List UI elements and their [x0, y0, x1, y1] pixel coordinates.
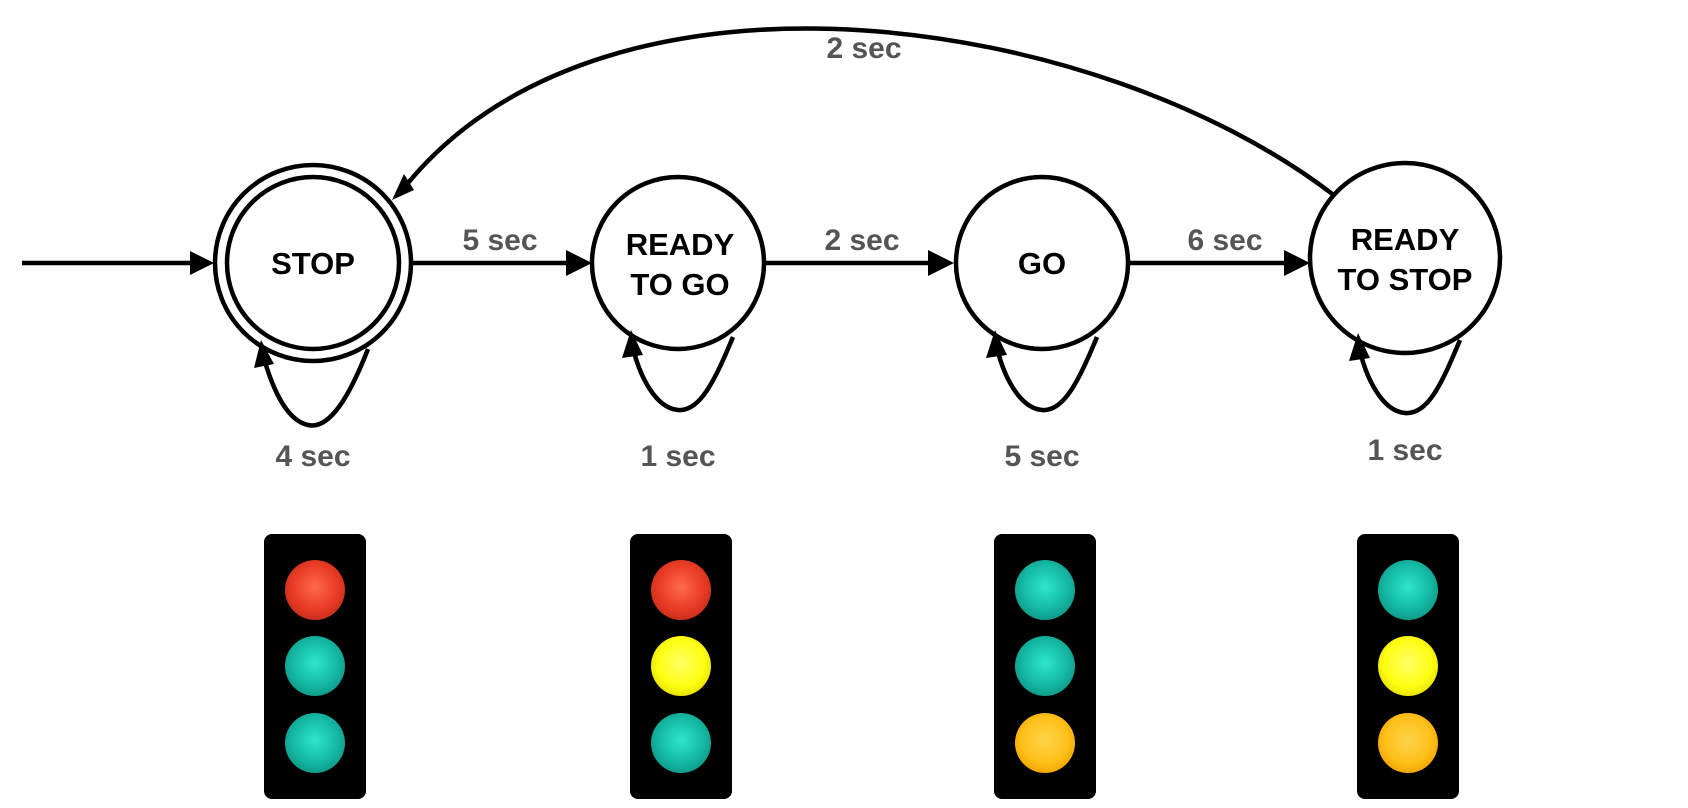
state-ready-to-stop-label-line1: READY [1351, 222, 1460, 257]
state-stop: STOP [212, 162, 414, 364]
lamp-top-teal [1378, 560, 1438, 620]
state-ready-to-go-label-line1: READY [626, 227, 735, 262]
traffic-light-ready-to-go [630, 534, 732, 799]
self-loop-stop: 4 sec [254, 340, 371, 473]
transition-ready-to-go-to-go: 2 sec [764, 224, 954, 276]
lamp-middle-yellow [651, 636, 711, 696]
initial-arrow [22, 251, 214, 275]
traffic-light-stop [264, 534, 366, 799]
lamp-middle-teal [285, 636, 345, 696]
traffic-light-ready-to-stop [1357, 534, 1459, 799]
lamp-top-red [285, 560, 345, 620]
state-go: GO [953, 174, 1131, 352]
transition-stop-to-ready-to-go: 5 sec [411, 224, 592, 276]
self-loop-go: 5 sec [986, 330, 1100, 473]
transition-go-to-ready-to-stop-label: 6 sec [1187, 224, 1262, 257]
self-loop-ready-to-go-label: 1 sec [640, 440, 715, 473]
transition-go-to-ready-to-stop: 6 sec [1128, 224, 1310, 276]
state-ready-to-go: READY TO GO [589, 174, 767, 352]
self-loop-ready-to-stop: 1 sec [1349, 333, 1463, 467]
state-ready-to-stop: READY TO STOP [1307, 160, 1503, 356]
lamp-bottom-amber [1015, 713, 1075, 773]
self-loop-ready-to-stop-label: 1 sec [1367, 434, 1442, 467]
transition-stop-to-ready-to-go-label: 5 sec [462, 224, 537, 257]
lamp-bottom-teal [285, 713, 345, 773]
transition-ready-to-go-to-go-label: 2 sec [824, 224, 899, 257]
lamp-bottom-amber [1378, 713, 1438, 773]
self-loop-go-label: 5 sec [1004, 440, 1079, 473]
lamp-bottom-teal [651, 713, 711, 773]
lamp-top-red [651, 560, 711, 620]
lamp-middle-yellow [1378, 636, 1438, 696]
transition-ready-to-stop-to-stop-label: 2 sec [826, 32, 901, 65]
state-go-label: GO [1018, 246, 1066, 281]
lamp-top-teal [1015, 560, 1075, 620]
self-loop-ready-to-go: 1 sec [622, 330, 736, 473]
traffic-light-go [994, 534, 1096, 799]
lamp-middle-teal [1015, 636, 1075, 696]
state-stop-label: STOP [271, 246, 355, 281]
transition-ready-to-stop-to-stop: 2 sec [392, 26, 1337, 200]
state-ready-to-stop-label-line2: TO STOP [1338, 262, 1473, 297]
self-loop-stop-label: 4 sec [275, 440, 350, 473]
state-ready-to-go-label-line2: TO GO [630, 267, 729, 302]
